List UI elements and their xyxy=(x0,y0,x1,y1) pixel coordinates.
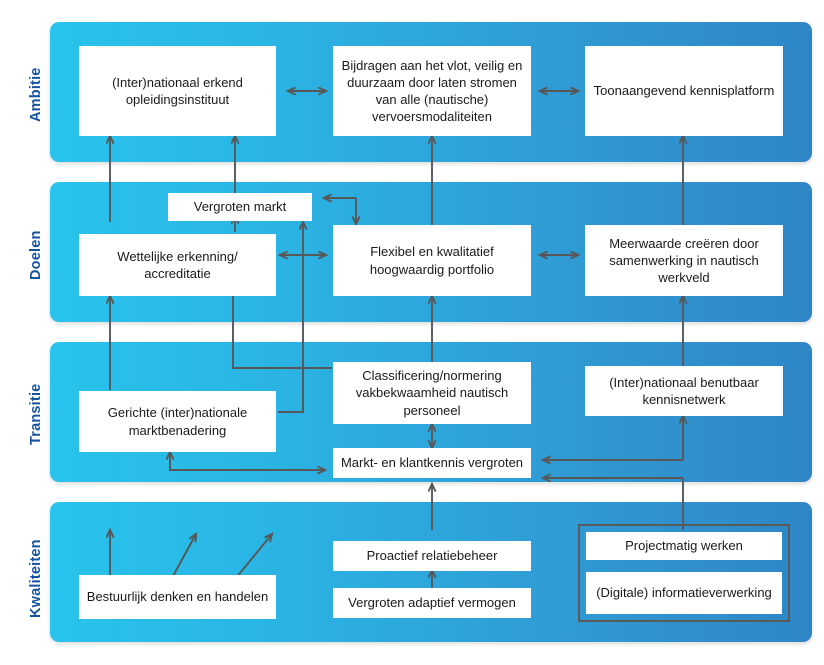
node-markt-klantkennis-vergroten[interactable]: Markt- en klantkennis vergroten xyxy=(333,448,531,478)
row-label-kwaliteiten: Kwaliteiten xyxy=(28,539,44,618)
node-toonaangevend-kennisplatform[interactable]: Toonaangevend kennisplatform xyxy=(585,46,783,136)
node-meerwaarde-samenwerking[interactable]: Meerwaarde creëren door samenwerking in … xyxy=(585,225,783,296)
node-flexibel-kwalitatief-portfolio[interactable]: Flexibel en kwalitatief hoogwaardig port… xyxy=(333,225,531,296)
node-proactief-relatiebeheer[interactable]: Proactief relatiebeheer xyxy=(333,541,531,571)
row-label-transitie: Transitie xyxy=(28,383,44,445)
node-inter-nationaal-erkend-opleidingsinstituut[interactable]: (Inter)nationaal erkend opleidingsinstit… xyxy=(79,46,276,136)
node-wettelijke-erkenning-accreditatie[interactable]: Wettelijke erkenning/ accreditatie xyxy=(79,234,276,296)
row-label-doelen: Doelen xyxy=(28,230,44,280)
node-classificering-normering[interactable]: Classificering/normering vakbekwaamheid … xyxy=(333,362,531,424)
node-bijdragen-doorstromen[interactable]: Bijdragen aan het vlot, veilig en duurza… xyxy=(333,46,531,136)
node-vergroten-adaptief-vermogen[interactable]: Vergroten adaptief vermogen xyxy=(333,588,531,618)
node-digitale-informatieverwerking[interactable]: (Digitale) informatieverwerking xyxy=(586,572,782,614)
node-gerichte-internationale-marktbenadering[interactable]: Gerichte (inter)nationale marktbenaderin… xyxy=(79,391,276,452)
node-bestuurlijk-denken-handelen[interactable]: Bestuurlijk denken en handelen xyxy=(79,575,276,619)
row-label-ambitie: Ambitie xyxy=(28,67,44,122)
node-vergroten-markt[interactable]: Vergroten markt xyxy=(168,193,312,221)
node-internationaal-benutbaar-kennisnetwerk[interactable]: (Inter)nationaal benutbaar kennisnetwerk xyxy=(585,366,783,416)
group-box-kwaliteiten-right xyxy=(578,524,790,622)
node-projectmatig-werken[interactable]: Projectmatig werken xyxy=(586,532,782,560)
